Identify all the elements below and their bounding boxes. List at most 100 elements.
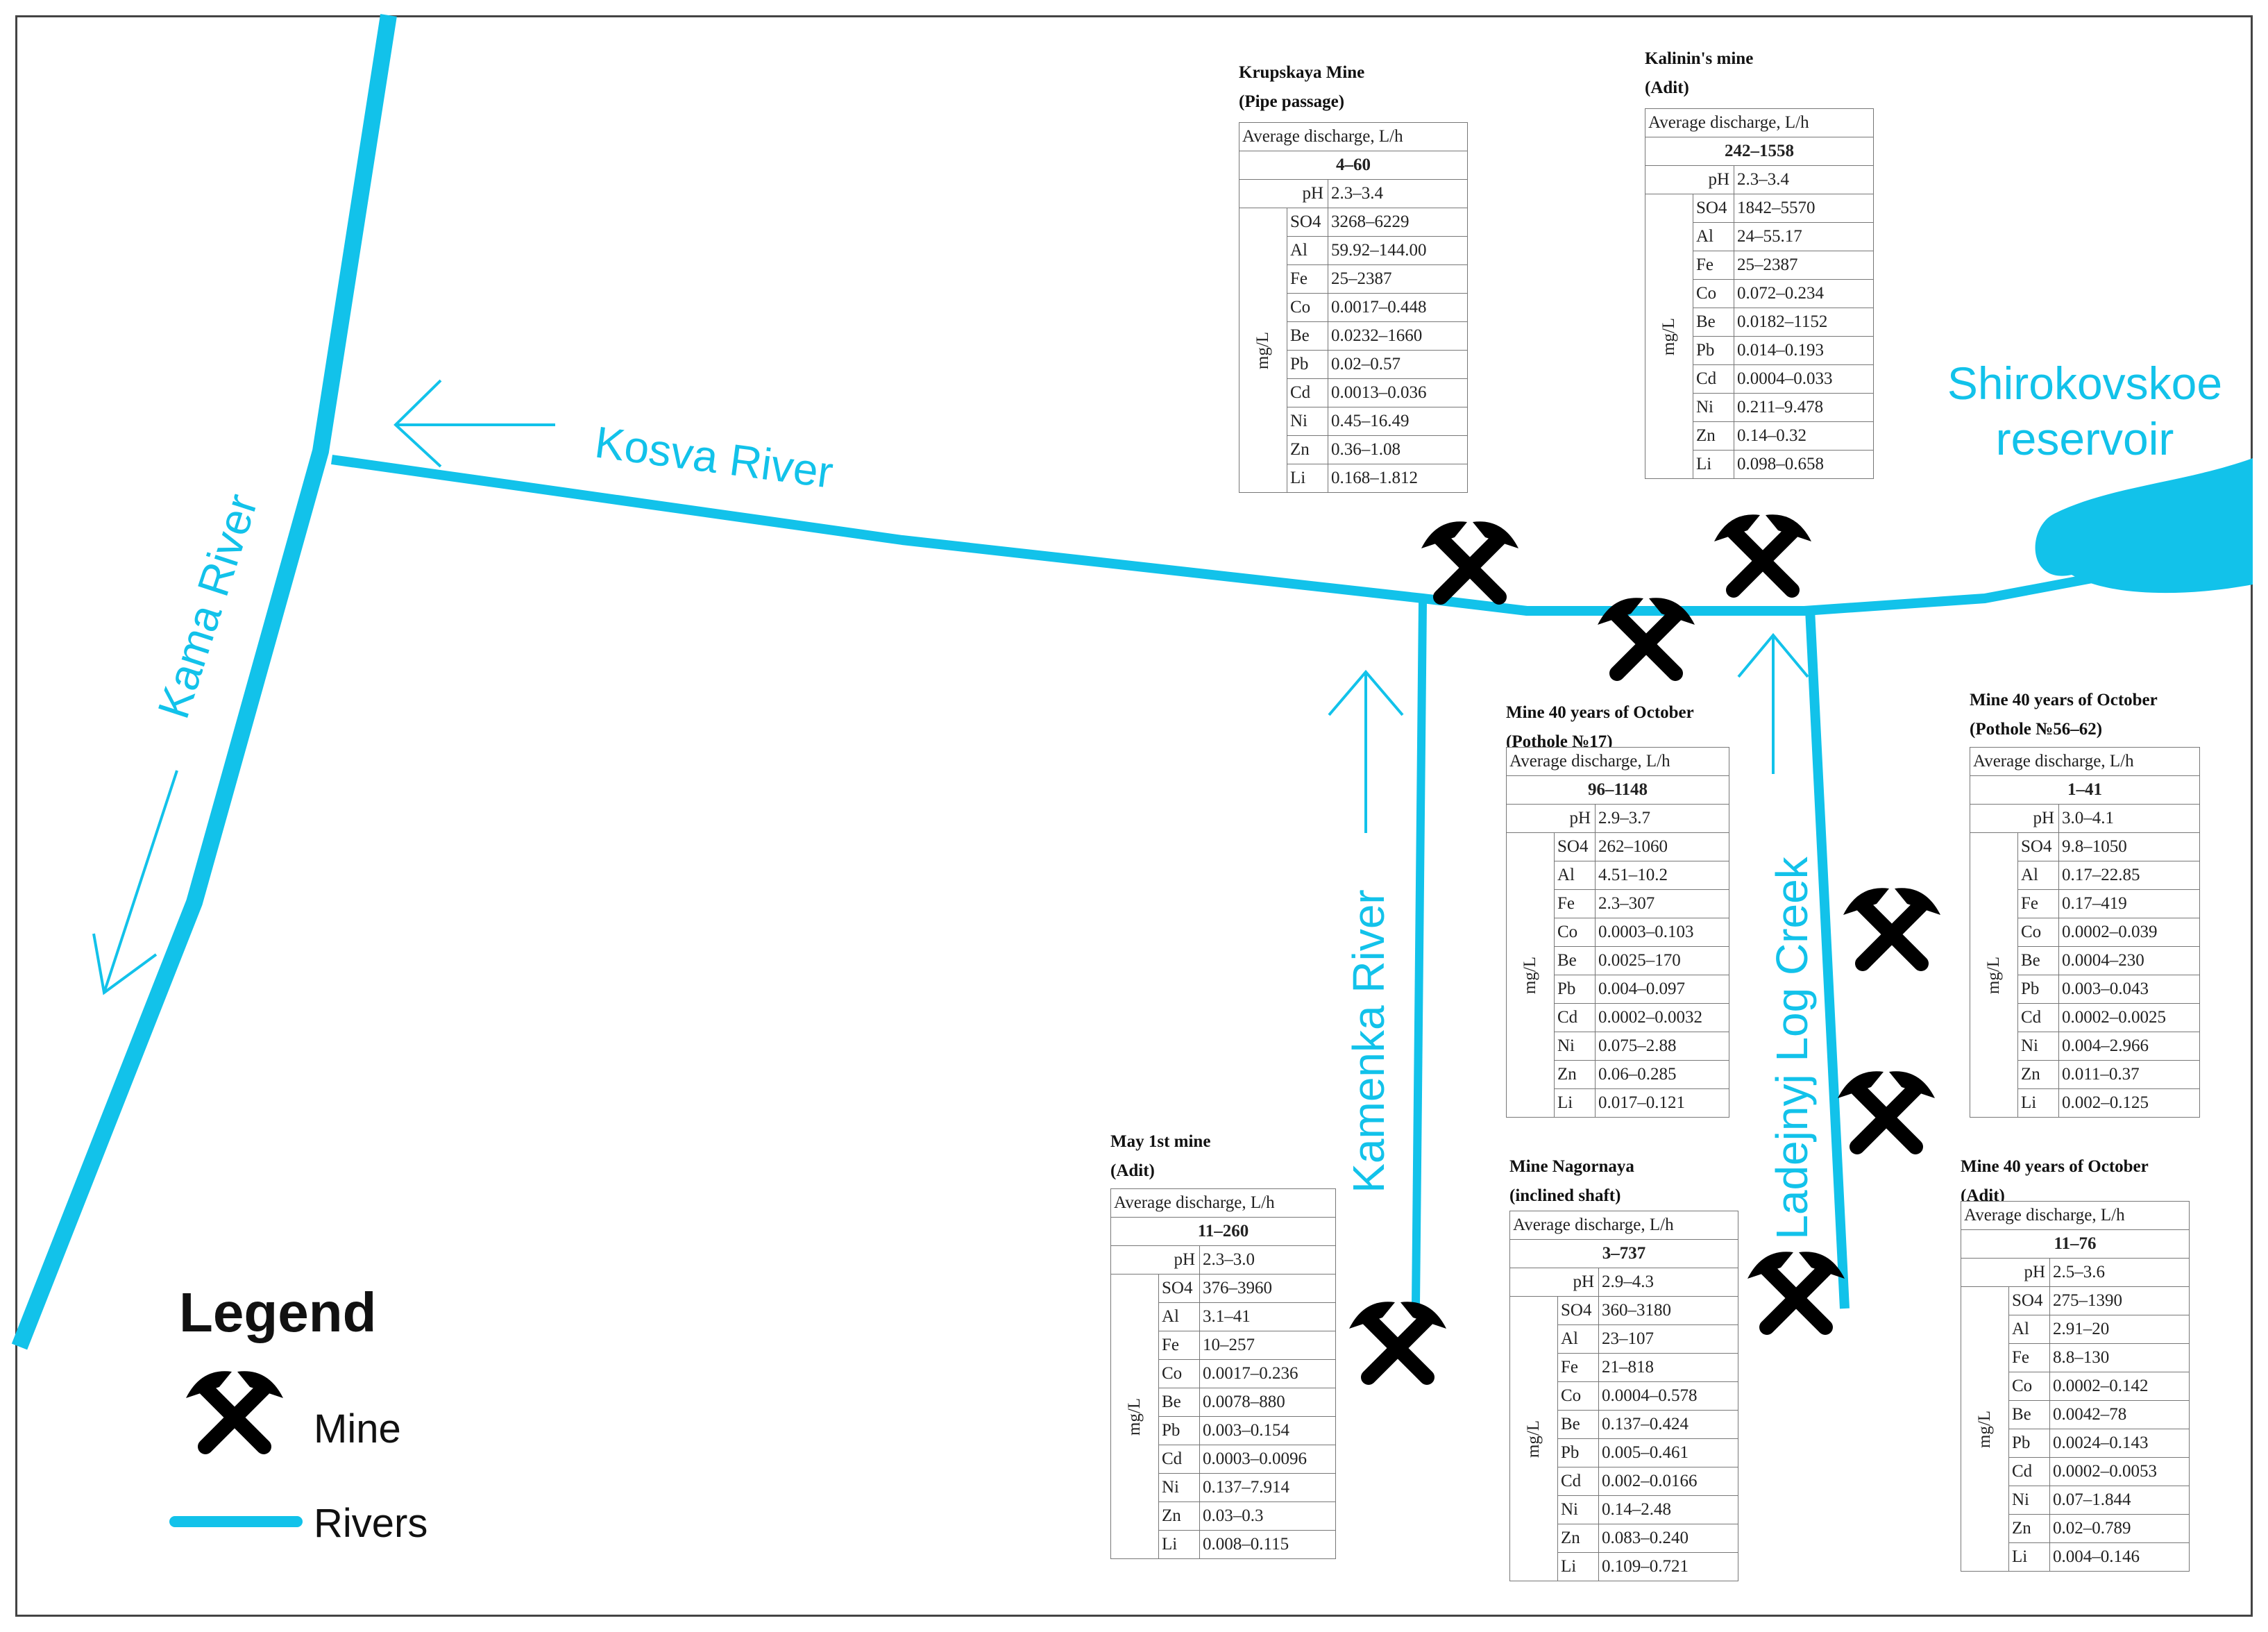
discharge-range: 3–737: [1509, 1239, 1738, 1268]
mine-name: May 1st mine: [1110, 1132, 1211, 1151]
element-symbol: Cd: [1557, 1467, 1599, 1496]
element-value: 0.002–0.0166: [1598, 1467, 1738, 1496]
element-value: 0.168–1.812: [1328, 464, 1468, 493]
element-symbol: Be: [1287, 321, 1328, 351]
discharge-label: Average discharge, L/h: [1645, 108, 1874, 137]
kosva-river: [331, 455, 2097, 616]
discharge-range: 4–60: [1239, 151, 1468, 180]
mine-title: Krupskaya Mine(Pipe passage): [1239, 58, 1364, 117]
element-symbol: SO4: [1287, 208, 1328, 237]
element-value: 0.02–0.789: [2049, 1514, 2190, 1543]
flow-arrow-ladejnyj: [1737, 632, 1809, 774]
ph-value: 2.3–3.4: [1328, 179, 1468, 208]
ph-value: 2.5–3.6: [2049, 1258, 2190, 1287]
reservoir-label-line1: Shirokovskoe: [1947, 357, 2222, 409]
element-value: 23–107: [1598, 1324, 1738, 1354]
element-value: 0.06–0.285: [1595, 1060, 1729, 1089]
kamenka-river: [1412, 602, 1427, 1306]
element-symbol: Zn: [1158, 1501, 1200, 1531]
element-value: 0.0004–0.033: [1734, 364, 1874, 394]
mine-icon: [1714, 514, 1811, 590]
element-symbol: Cd: [1287, 378, 1328, 407]
element-symbol: Al: [1557, 1324, 1599, 1354]
element-symbol: Be: [2017, 946, 2059, 975]
element-value: 0.0017–0.448: [1328, 293, 1468, 322]
element-symbol: Al: [2017, 861, 2059, 890]
discharge-label: Average discharge, L/h: [1970, 747, 2200, 776]
discharge-range: 96–1148: [1506, 775, 1729, 805]
element-value: 0.0004–230: [2058, 946, 2200, 975]
ph-label: pH: [1970, 804, 2059, 833]
element-value: 0.0003–0.103: [1595, 918, 1729, 947]
element-symbol: Co: [1693, 279, 1734, 308]
mine-icon: [1349, 1302, 1446, 1377]
element-symbol: Ni: [1158, 1473, 1200, 1502]
element-symbol: Be: [1557, 1410, 1599, 1439]
element-symbol: Be: [2008, 1400, 2050, 1429]
element-value: 0.011–0.37: [2058, 1060, 2200, 1089]
mine-name: Krupskaya Mine: [1239, 63, 1365, 82]
ladejnyj-log-creek-label: Ladejnyj Log Creek: [1767, 856, 1817, 1239]
element-value: 0.17–419: [2058, 889, 2200, 918]
element-symbol: Fe: [1158, 1331, 1200, 1360]
element-symbol: Ni: [2008, 1486, 2050, 1515]
element-symbol: Pb: [1557, 1438, 1599, 1467]
unit-label-text: mg/L: [1253, 331, 1272, 369]
element-value: 0.45–16.49: [1328, 407, 1468, 436]
kamenka-river-label: Kamenka River: [1344, 889, 1394, 1193]
element-symbol: Pb: [1693, 336, 1734, 365]
ph-value: 2.9–4.3: [1598, 1268, 1738, 1297]
discharge-range-row: 242–1558: [1645, 137, 1874, 166]
element-symbol: Fe: [2017, 889, 2059, 918]
element-symbol: Pb: [1158, 1416, 1200, 1445]
element-value: 0.0002–0.0032: [1595, 1003, 1729, 1032]
element-symbol: Co: [1287, 293, 1328, 322]
discharge-label-row: Average discharge, L/h: [1509, 1211, 1738, 1240]
element-symbol: SO4: [1693, 194, 1734, 223]
element-symbol: Co: [2017, 918, 2059, 947]
element-value: 0.0232–1660: [1328, 321, 1468, 351]
unit-label-text: mg/L: [1983, 956, 2003, 994]
element-symbol: SO4: [2017, 832, 2059, 861]
element-value: 0.083–0.240: [1598, 1524, 1738, 1553]
element-value: 0.211–9.478: [1734, 393, 1874, 422]
element-value: 0.014–0.193: [1734, 336, 1874, 365]
mine-type: (Adit): [1645, 78, 1689, 97]
mine-icon: [1747, 1252, 1845, 1327]
map-frame: [15, 15, 2253, 1617]
element-value: 3.1–41: [1199, 1302, 1336, 1331]
element-symbol: Fe: [1287, 264, 1328, 294]
mine-title: Mine Nagornaya(inclined shaft): [1509, 1152, 1634, 1211]
element-value: 376–3960: [1199, 1274, 1336, 1303]
element-value: 0.008–0.115: [1199, 1530, 1336, 1559]
discharge-range-row: 96–1148: [1506, 775, 1729, 805]
discharge-range: 11–76: [1961, 1229, 2190, 1259]
